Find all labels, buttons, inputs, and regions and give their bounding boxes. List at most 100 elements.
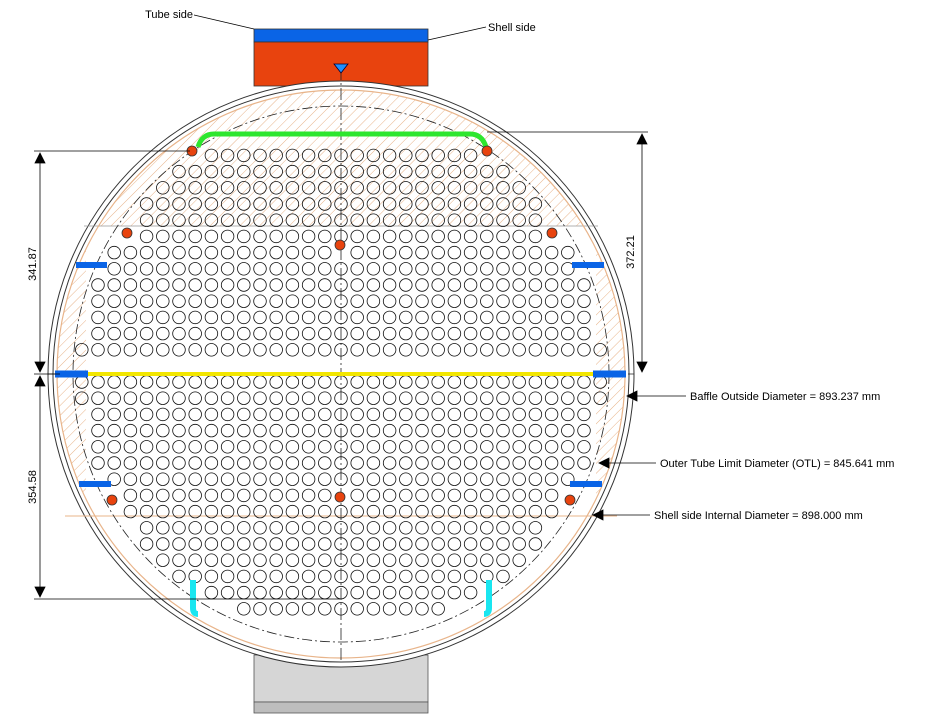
tube-hole [172,488,186,503]
bottom-nozzle-flange [253,701,429,714]
tube-hole [496,440,510,454]
tube-hole [220,569,235,584]
tube-hole [188,456,202,470]
tube-hole [285,472,300,486]
tube-hole [512,229,526,244]
tube-hole [447,504,462,519]
tube-hole [577,440,591,454]
tube-hole [318,164,332,179]
tube-hole [544,262,559,276]
tube-hole [577,423,591,438]
tube-hole [496,310,510,325]
tube-hole [269,569,283,584]
tube-hole [139,537,154,551]
tube-hole [447,423,462,438]
tube-hole [463,148,478,163]
tube-hole [237,294,251,308]
tube-hole [463,440,478,454]
tube-hole [91,456,105,470]
tube-hole [253,213,267,227]
tube-hole [204,343,219,357]
tube-hole [269,262,283,276]
tube-hole [139,407,154,422]
tie-rod [106,494,118,506]
tube-side-band [253,28,429,43]
tube-hole [107,343,121,357]
tube-hole [237,164,251,179]
tube-hole [318,537,332,551]
tube-hole [172,229,186,244]
tube-hole [237,343,251,357]
tube-hole [577,407,591,422]
tube-hole [431,148,445,163]
tube-hole [366,488,381,503]
tube-hole [382,294,397,308]
tube-hole [463,456,478,470]
tube-hole [301,343,316,357]
tube-hole [237,553,251,567]
tube-hole [415,537,429,551]
tube-hole [123,310,138,325]
tube-hole [528,423,543,438]
tube-hole [544,326,559,341]
tube-hole [415,391,429,405]
tube-hole [139,197,154,211]
tube-hole [480,229,494,244]
tube-hole [399,440,413,454]
tube-hole [480,294,494,308]
tube-hole [577,310,591,325]
tube-hole [431,407,445,422]
tube-hole [172,569,186,584]
tube-hole [220,213,235,227]
left-dimension-group [34,150,340,600]
tube-hole [123,472,138,486]
tube-hole [220,456,235,470]
tube-hole [269,294,283,308]
tie-rod [334,239,346,251]
tube-hole [237,326,251,341]
tube-hole [107,294,121,308]
tube-hole [561,472,575,486]
tube-hole [350,148,364,163]
tube-hole [528,407,543,422]
tube-hole [91,326,105,341]
tube-hole [172,164,186,179]
tube-hole [528,440,543,454]
tube-hole [253,602,267,616]
tube-hole [285,310,300,325]
tube-hole [512,391,526,405]
tube-hole [156,407,170,422]
tube-hole [301,229,316,244]
tube-hole [123,504,138,519]
tube-hole [382,278,397,292]
tube-hole [382,213,397,227]
tube-hole [480,553,494,567]
tube-hole [253,537,267,551]
tube-hole [220,423,235,438]
tube-hole [399,569,413,584]
tube-hole [301,148,316,163]
tube-hole [382,521,397,535]
tube-hole [285,456,300,470]
tube-hole [350,553,364,567]
tube-hole [204,553,219,567]
tube-hole [366,407,381,422]
tube-hole [399,181,413,195]
tube-hole [350,407,364,422]
tube-hole [107,310,121,325]
tube-hole [544,440,559,454]
tube-hole [350,537,364,551]
tube-hole [318,278,332,292]
tube-hole [447,181,462,195]
tube-hole [528,213,543,227]
tube-hole [285,262,300,276]
tube-hole [366,602,381,616]
tube-hole [528,504,543,519]
tube-hole [561,278,575,292]
tube-hole [188,262,202,276]
tube-hole [172,440,186,454]
tube-hole [399,456,413,470]
tube-hole [253,262,267,276]
tube-hole [431,553,445,567]
